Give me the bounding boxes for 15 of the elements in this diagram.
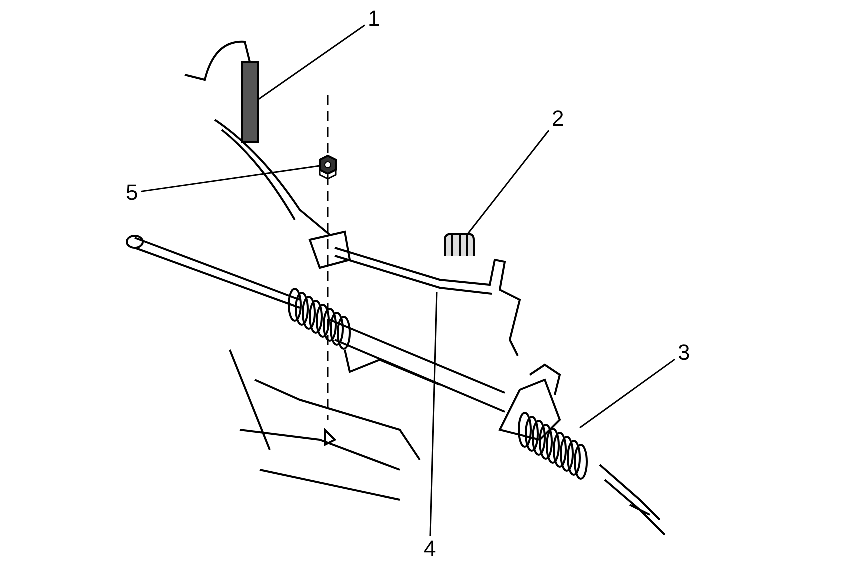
nut-drawing <box>319 154 337 180</box>
leader-line <box>430 292 438 536</box>
callout-number: 1 <box>368 8 380 30</box>
leader-line <box>258 24 366 101</box>
callout-number: 2 <box>552 108 564 130</box>
leader-line <box>580 358 676 429</box>
pipe-drawing <box>334 247 522 357</box>
callout-number: 4 <box>424 538 436 560</box>
callout-number: 3 <box>678 342 690 364</box>
boot-drawing <box>518 412 588 480</box>
leader-line <box>141 165 320 192</box>
hose-drawing <box>184 40 331 236</box>
callout-number: 5 <box>126 182 138 204</box>
leader-line <box>467 130 550 234</box>
clamp-drawing <box>444 233 475 257</box>
